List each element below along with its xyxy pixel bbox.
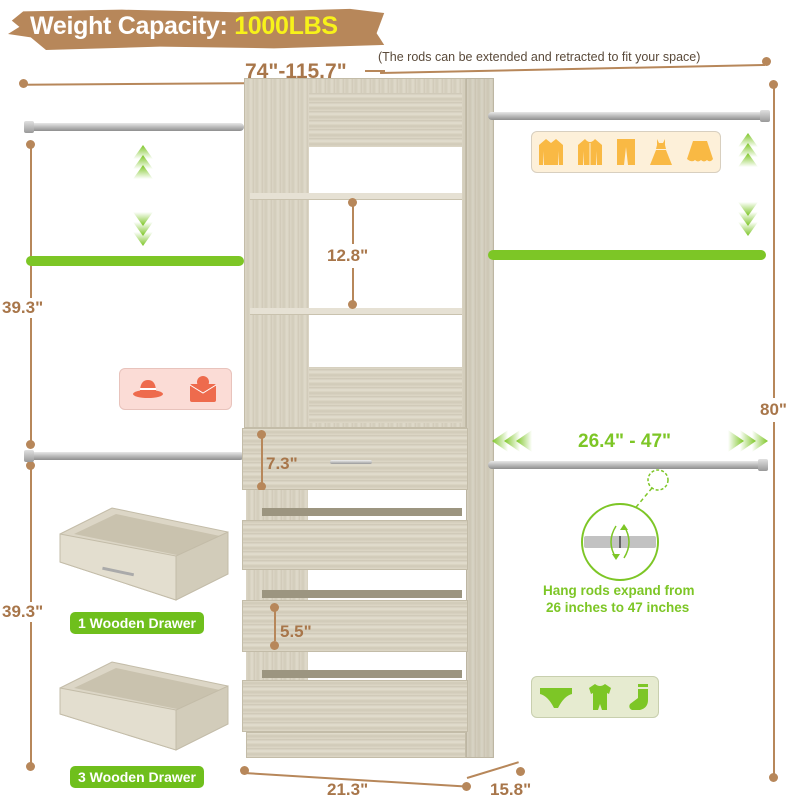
- rod-range-label: 26.4" - 47": [578, 431, 672, 452]
- one-drawer-label: 1 Wooden Drawer: [70, 612, 204, 634]
- cabinet-width-label: 21.3": [327, 780, 369, 799]
- weight-capacity-banner: [8, 8, 385, 50]
- cabinet-back-top: [309, 93, 462, 147]
- dress-icon: [649, 139, 672, 165]
- handbag-icon: [189, 376, 217, 402]
- width-dim-dot-left: [19, 79, 28, 88]
- triple-drawer-image: [59, 661, 229, 751]
- expand-left-arrows-icon: [492, 430, 532, 452]
- bin-rim-2: [262, 590, 462, 598]
- rod-expand-text-line2: 26 inches to 47 inches: [546, 600, 690, 615]
- top-drawer-height-label: 7.3": [266, 454, 298, 473]
- right-middle-rod-highlighted: [488, 250, 766, 260]
- shelf-2: [250, 308, 462, 315]
- skirt-icon: [686, 141, 713, 162]
- open-bin-3[interactable]: [242, 680, 468, 732]
- single-drawer-image: [59, 507, 229, 601]
- underwear-icon: [540, 688, 573, 708]
- width-dim-dot-right: [762, 57, 771, 66]
- left-arrow-up-icon: [133, 145, 153, 179]
- total-height-label: 80": [760, 398, 787, 422]
- shelf-dim-dot-bottom: [348, 300, 357, 309]
- pants-icon: [616, 139, 635, 165]
- cabinet-opening-lower: [309, 315, 462, 367]
- base-depth-dot-right: [516, 767, 525, 776]
- shelf-spacing-label: 12.8": [327, 244, 369, 268]
- rod-expand-text-line1: Hang rods expand from: [543, 583, 695, 598]
- upper-hang-dot-bottom: [26, 440, 35, 449]
- right-arrow-down-icon: [738, 202, 758, 236]
- base-depth-line: [466, 761, 519, 779]
- width-dim-line-right: [365, 70, 385, 72]
- hat-icon: [132, 380, 163, 398]
- clothes-icon-box: [531, 131, 721, 173]
- left-middle-rod-highlighted: [26, 256, 244, 266]
- small-items-icon-box: [531, 676, 659, 718]
- bin-height-label: 5.5": [280, 622, 312, 641]
- width-note-underline: [380, 63, 765, 75]
- sock-icon: [628, 684, 648, 710]
- cabinet-opening-top: [309, 147, 462, 193]
- base-width-dot-right: [462, 782, 471, 791]
- top-drawer-front[interactable]: [242, 428, 468, 490]
- left-lower-rod-cap: [24, 450, 34, 462]
- top-drawer-dim-dot-bottom: [257, 482, 266, 491]
- top-drawer-dim-line: [261, 434, 263, 484]
- accessories-icon-box: [119, 368, 232, 410]
- lower-hang-height-label: 39.3": [2, 602, 44, 622]
- cabinet-side-panel: [466, 78, 494, 758]
- cabinet-base: [246, 732, 466, 758]
- bin-rim-3: [262, 670, 462, 678]
- shirt-icon: [539, 139, 564, 165]
- drawer-handle[interactable]: [330, 460, 372, 464]
- right-upper-rod: [488, 112, 766, 120]
- bin-dim-line: [274, 607, 276, 641]
- cabinet-back-bottom: [309, 367, 462, 423]
- jacket-icon: [578, 139, 603, 165]
- width-note: (The rods can be extended and retracted …: [378, 50, 701, 64]
- rod-joint-zoom-callout: [581, 469, 669, 581]
- right-lower-rod: [488, 461, 766, 469]
- base-width-dot-left: [240, 766, 249, 775]
- width-dim-line-left: [23, 82, 245, 86]
- left-upper-rod-cap: [24, 121, 34, 133]
- right-upper-rod-cap: [760, 110, 770, 122]
- height-dim-line: [773, 84, 775, 774]
- weight-capacity-text: Weight Capacity: 1000LBS: [30, 12, 338, 41]
- left-lower-rod: [26, 452, 244, 460]
- lower-hang-dot-bottom: [26, 762, 35, 771]
- right-lower-rod-cap: [758, 459, 768, 471]
- upper-hang-height-label: 39.3": [2, 298, 44, 318]
- weight-capacity-value: 1000LBS: [234, 12, 338, 40]
- left-upper-rod: [26, 123, 244, 131]
- open-bin-2[interactable]: [242, 600, 468, 652]
- right-arrow-up-icon: [738, 133, 758, 167]
- three-drawer-label: 3 Wooden Drawer: [70, 766, 204, 788]
- bin-dim-dot-bottom: [270, 641, 279, 650]
- baby-onesie-icon: [588, 684, 611, 710]
- weight-capacity-label: Weight Capacity:: [30, 12, 228, 40]
- left-arrow-down-icon: [133, 212, 153, 246]
- cabinet-depth-label: 15.8": [490, 780, 532, 799]
- bin-rim-1: [262, 508, 462, 516]
- height-dim-dot-bottom: [769, 773, 778, 782]
- open-bin-1[interactable]: [242, 520, 468, 570]
- expand-right-arrows-icon: [728, 430, 768, 452]
- upper-hang-line: [30, 144, 32, 444]
